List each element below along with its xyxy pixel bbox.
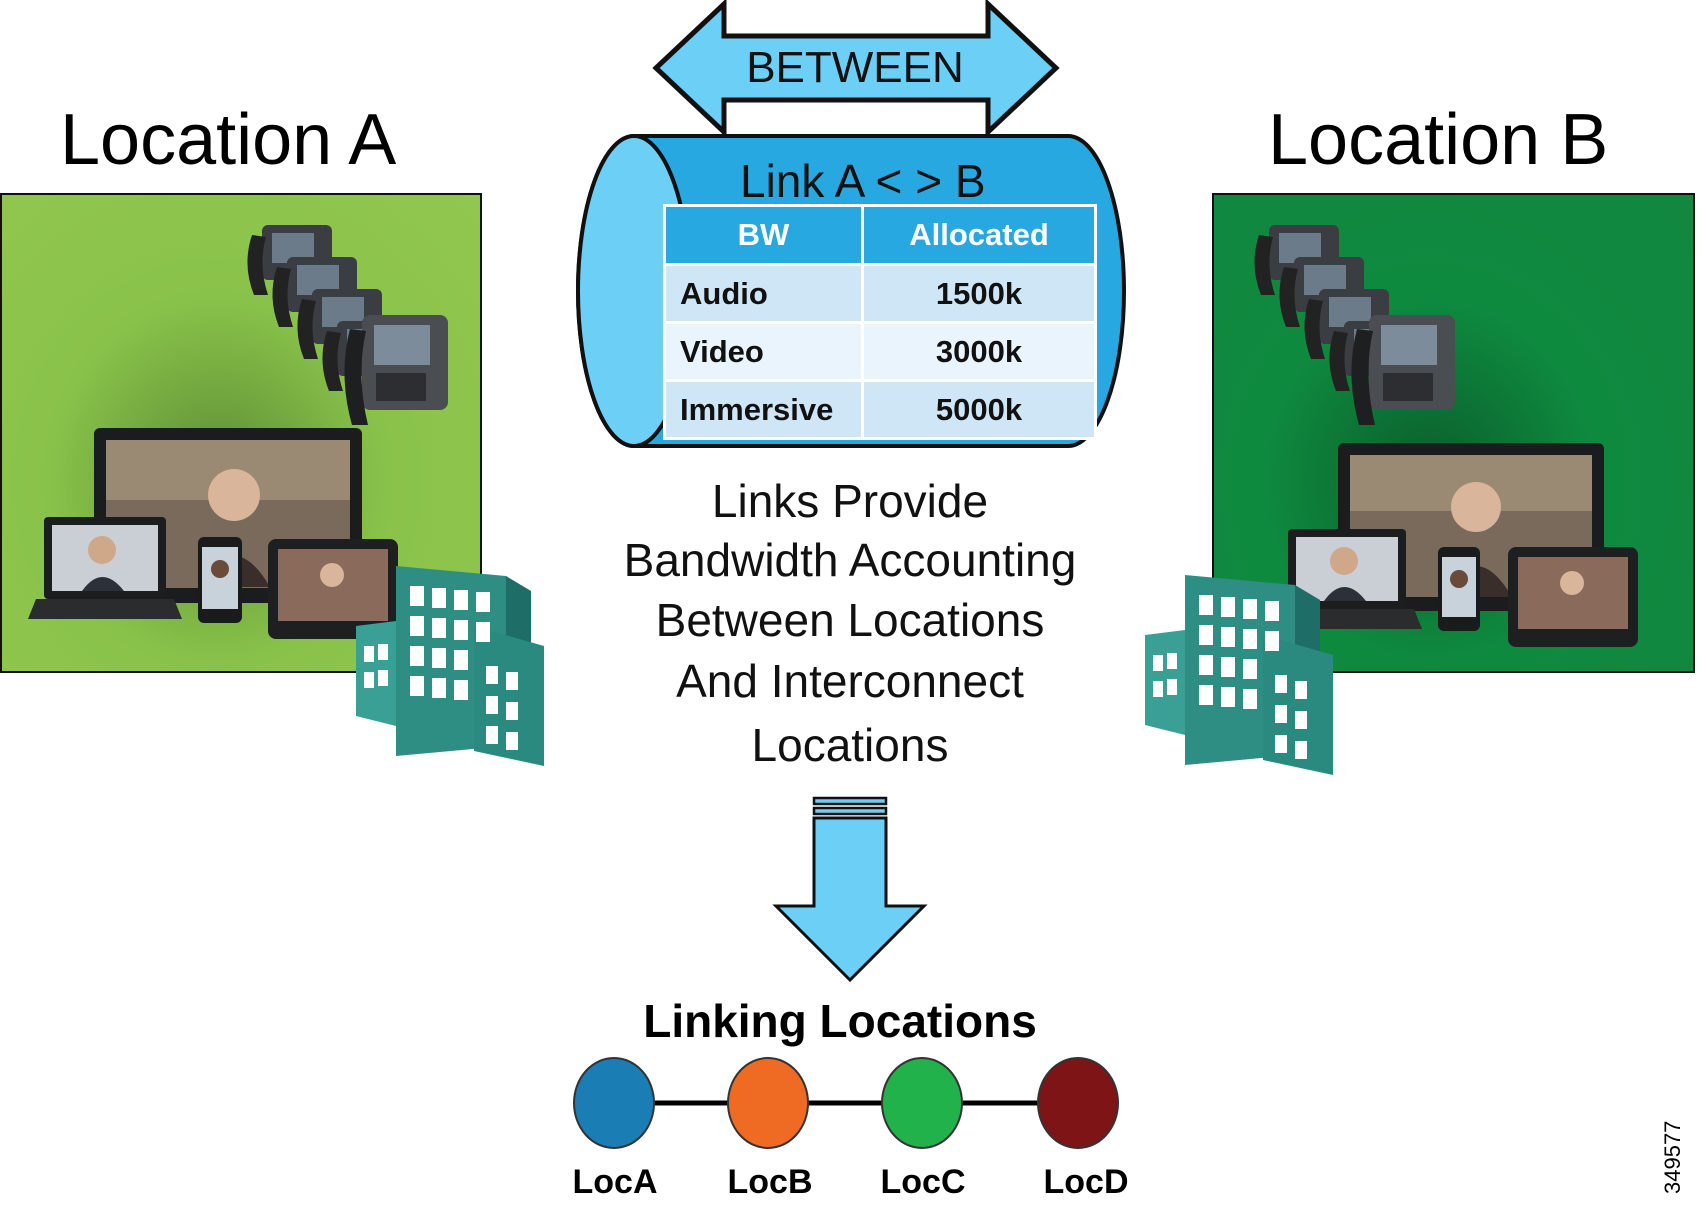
node-locb [727, 1057, 809, 1149]
link-title: Link A < > B [740, 155, 986, 207]
location-a-title: Location A [60, 100, 397, 180]
description-line: Bandwidth Accounting [623, 534, 1077, 586]
table-row: Audio 1500k [663, 263, 1097, 324]
figure-id: 349577 [1660, 1120, 1685, 1194]
location-a-panel [0, 193, 482, 673]
node-loca [573, 1057, 655, 1149]
bw-allocated-cell: 3000k [861, 321, 1097, 382]
node-label-loca: LocA [572, 1163, 658, 1201]
bw-allocated-cell: 1500k [861, 263, 1097, 324]
bw-allocated-cell: 5000k [861, 379, 1097, 440]
double-arrow-icon [652, 0, 1060, 136]
linking-locations-chain [573, 1057, 1119, 1149]
table-header-allocated: Allocated [861, 204, 1097, 266]
location-b-title: Location B [1268, 100, 1609, 180]
node-label-locc: LocC [880, 1163, 966, 1201]
tablet-icon [268, 539, 398, 639]
table-row: Immersive 5000k [663, 379, 1097, 440]
office-building-icon [356, 566, 544, 766]
bw-type-cell: Immersive [663, 379, 864, 440]
ip-phone-icon [1254, 225, 1455, 425]
laptop-icon [1272, 529, 1422, 629]
table-header-row: BW Allocated [663, 204, 1097, 266]
table-row: Video 3000k [663, 321, 1097, 382]
linking-locations-title: Linking Locations [643, 995, 1037, 1047]
tablet-icon [1508, 547, 1638, 647]
node-label-locb: LocB [727, 1163, 813, 1201]
bandwidth-table: BW Allocated Audio 1500k Video 3000k Imm… [663, 204, 1097, 440]
smartphone-icon [1438, 547, 1480, 631]
node-locd [1037, 1057, 1119, 1149]
location-b-panel [1212, 193, 1695, 673]
description-line: Between Locations [655, 594, 1045, 646]
ip-phone-icon [247, 225, 448, 425]
bw-type-cell: Audio [663, 263, 864, 324]
node-label-locd: LocD [1043, 1163, 1129, 1201]
node-locc [881, 1057, 963, 1149]
office-building-icon [1145, 575, 1333, 775]
between-label: BETWEEN [746, 43, 964, 92]
bw-type-cell: Video [663, 321, 864, 382]
table-header-bw: BW [663, 204, 864, 266]
description-line: And Interconnect [676, 655, 1024, 707]
smartphone-icon [198, 537, 242, 623]
description-line: Links Provide [711, 475, 989, 527]
description-line: Locations [751, 719, 949, 771]
down-arrow-icon [772, 796, 928, 982]
laptop-icon [28, 517, 182, 619]
